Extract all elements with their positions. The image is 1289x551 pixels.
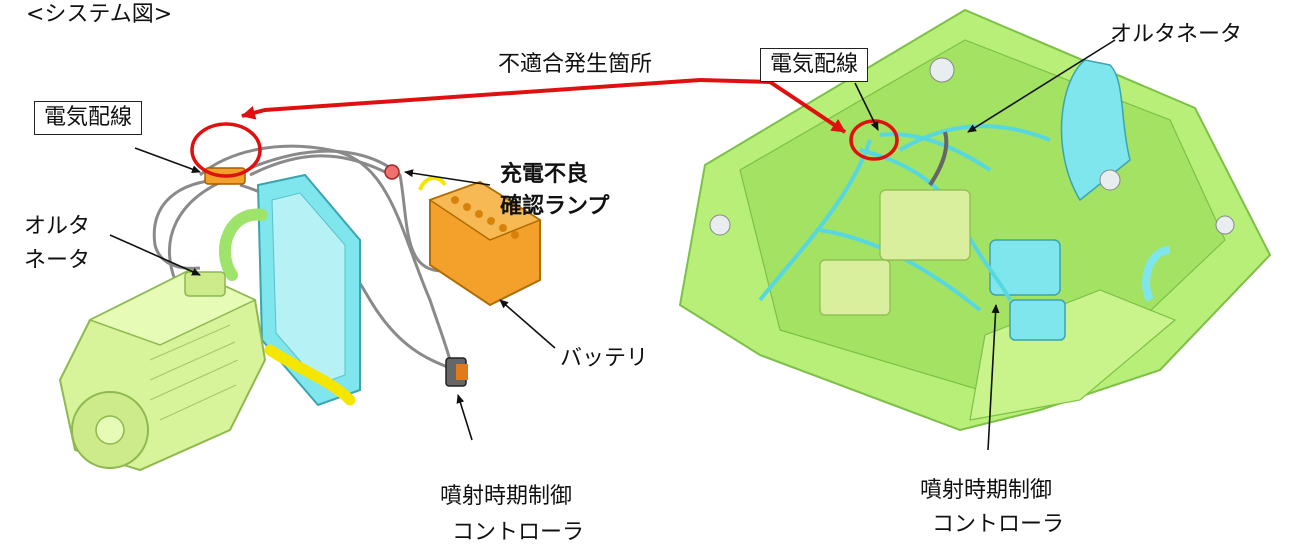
left-controller-label-2: コントローラ [452, 520, 585, 545]
left-alternator-label-1: オルタ [24, 214, 91, 239]
left-alternator-label-2: ネータ [24, 248, 91, 273]
charge-warning-lamp [384, 164, 400, 180]
defect-location-label: 不適合発生箇所 [498, 52, 653, 77]
defect-red-arrow-right [699, 78, 847, 134]
right-wiring-label: 電気配線 [760, 48, 869, 82]
charge-lamp-label-1: 充電不良 [500, 162, 589, 187]
right-controller-label-2: コントローラ [932, 512, 1065, 537]
battery-label: バッテリ [560, 346, 649, 371]
charge-lamp-label-2: 確認ランプ [500, 194, 610, 219]
defect-circle-left [190, 122, 262, 178]
left-controller-label-1: 噴射時期制御 [440, 484, 573, 509]
battery [418, 176, 542, 307]
diagram-title: <システム図> [26, 2, 173, 27]
injection-controller [445, 357, 468, 387]
radiator [218, 173, 361, 407]
right-machine-illustration [678, 8, 1272, 432]
defect-red-arrow [241, 78, 701, 120]
left-wiring-label: 電気配線 [34, 101, 143, 135]
right-alternator-label: オルタネータ [1110, 22, 1243, 47]
left-system-illustration [58, 122, 542, 472]
engine-block [58, 268, 267, 472]
right-controller-label-1: 噴射時期制御 [920, 478, 1053, 503]
leader-arrows [109, 39, 1116, 451]
